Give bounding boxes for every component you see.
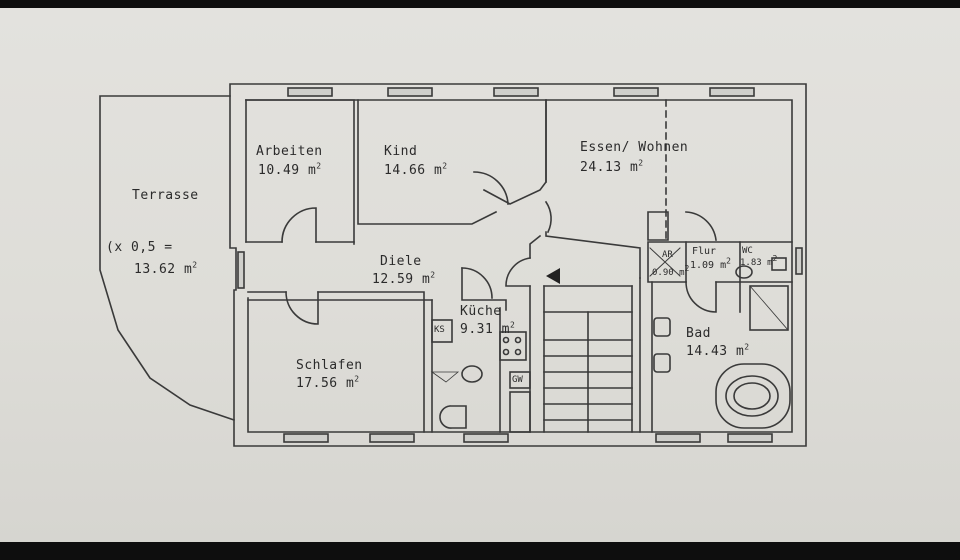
room-arbeiten-area-exponent: 2 bbox=[316, 161, 322, 171]
room-kind-name: Kind bbox=[384, 144, 418, 159]
room-flur-area-value: 1.09 m bbox=[690, 260, 727, 271]
terrace-name: Terrasse bbox=[132, 188, 199, 203]
room-essen-name: Essen/ Wohnen bbox=[580, 140, 689, 155]
room-diele-area-exponent: 2 bbox=[430, 270, 436, 280]
room-ar-area: 0.90 m2 bbox=[652, 265, 689, 279]
room-kueche-area: 9.31 m2 bbox=[460, 320, 516, 338]
room-schlafen-area: 17.56 m2 bbox=[296, 374, 360, 392]
dishwasher-label: GW bbox=[512, 375, 523, 385]
room-wc-area-exponent: 2 bbox=[772, 254, 778, 263]
room-essen-area-value: 24.13 m bbox=[580, 160, 639, 175]
room-flur-area-exponent: 2 bbox=[726, 256, 731, 266]
terrace-area: 13.62 m2 bbox=[134, 260, 198, 278]
room-kind-area-exponent: 2 bbox=[442, 161, 448, 171]
room-arbeiten-area-value: 10.49 m bbox=[258, 163, 317, 178]
room-diele-name: Diele bbox=[380, 254, 422, 269]
room-arbeiten-area: 10.49 m2 bbox=[258, 161, 322, 179]
terrace-factor: (x 0,5 = bbox=[106, 240, 173, 255]
room-kind-area: 14.66 m2 bbox=[384, 161, 448, 179]
room-kind-area-value: 14.66 m bbox=[384, 163, 443, 178]
room-kueche-area-value: 9.31 m bbox=[460, 322, 510, 337]
room-flur-name: Flur bbox=[692, 246, 717, 257]
stair-arrow bbox=[546, 268, 560, 284]
room-ar-area-exponent: 2 bbox=[684, 264, 690, 273]
room-ar-area-value: 0.90 m bbox=[652, 268, 685, 278]
room-diele-area: 12.59 m2 bbox=[372, 270, 436, 288]
room-bad-area: 14.43 m2 bbox=[686, 342, 750, 360]
outer-wall-outer bbox=[229, 83, 807, 447]
room-bad-name: Bad bbox=[686, 326, 711, 341]
floor-plan-sheet: Arbeiten 10.49 m2 Kind 14.66 m2 Essen/ W… bbox=[0, 8, 960, 542]
room-ar-name: AR bbox=[662, 250, 673, 260]
room-bad-area-value: 14.43 m bbox=[686, 344, 745, 359]
room-schlafen-name: Schlafen bbox=[296, 358, 363, 373]
arbeiten-walls bbox=[245, 99, 355, 243]
room-essen-area: 24.13 m2 bbox=[580, 158, 644, 176]
room-diele-area-value: 12.59 m bbox=[372, 272, 431, 287]
room-kueche-name: Küche bbox=[460, 304, 502, 319]
room-arbeiten-name: Arbeiten bbox=[256, 144, 323, 159]
room-schlafen-area-exponent: 2 bbox=[354, 374, 360, 384]
terrace-outline bbox=[99, 95, 236, 422]
room-schlafen-area-value: 17.56 m bbox=[296, 376, 355, 391]
room-bad-area-exponent: 2 bbox=[744, 342, 750, 352]
room-essen-area-exponent: 2 bbox=[638, 158, 644, 168]
floor-plan-drawing bbox=[99, 83, 807, 447]
room-wc-area: 1.83 m2 bbox=[740, 255, 777, 269]
room-wc-name: WC bbox=[742, 246, 753, 256]
fridge-label: KS bbox=[434, 325, 445, 335]
terrace-area-exponent: 2 bbox=[192, 260, 198, 270]
outer-wall-inner bbox=[245, 99, 793, 433]
terrace-area-value: 13.62 m bbox=[134, 262, 193, 277]
room-flur-area: 1.09 m2 bbox=[690, 256, 731, 272]
room-wc-area-value: 1.83 m bbox=[740, 258, 773, 268]
room-kueche-area-exponent: 2 bbox=[509, 320, 516, 330]
